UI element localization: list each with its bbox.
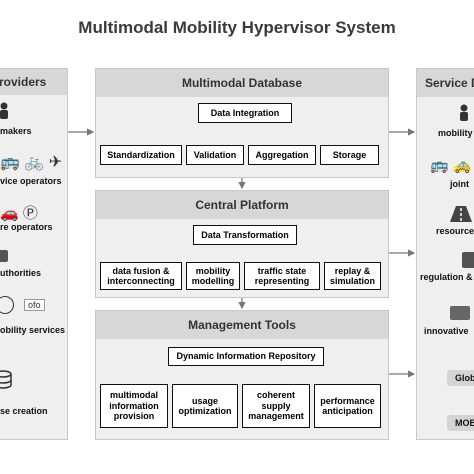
road-icon bbox=[450, 206, 472, 227]
mob-pill: MOB bbox=[447, 415, 474, 431]
innovation-icon bbox=[450, 306, 470, 320]
platform-heading: Central Platform bbox=[96, 191, 388, 219]
standardization-box: Standardization bbox=[100, 145, 182, 165]
providers-heading: roviders bbox=[0, 69, 67, 95]
data-fusion-box: data fusion & interconnecting bbox=[100, 262, 182, 290]
services-heading: Service D bbox=[417, 69, 474, 97]
regulation-icon bbox=[462, 252, 474, 268]
aggregation-box: Aggregation bbox=[248, 145, 316, 165]
transport-icons: 🚌 🚲 ✈ bbox=[0, 154, 63, 171]
provider-label: uthorities bbox=[0, 268, 42, 278]
coherent-supply-box: coherent supply management bbox=[242, 384, 310, 428]
replay-simulation-box: replay & simulation bbox=[324, 262, 381, 290]
provider-label: re operators bbox=[0, 222, 53, 232]
storage-box: Storage bbox=[320, 145, 379, 165]
transport-icons: 🚌 🚕 bbox=[430, 157, 472, 174]
database-heading: Multimodal Database bbox=[96, 69, 388, 97]
person-icon bbox=[458, 104, 470, 127]
mobility-modelling-box: mobility modelling bbox=[186, 262, 240, 290]
global-pill: Glob bbox=[447, 370, 474, 386]
tools-heading: Management Tools bbox=[96, 311, 388, 339]
usage-optimization-box: usage optimization bbox=[172, 384, 238, 428]
page-title: Multimodal Mobility Hypervisor System bbox=[78, 18, 396, 37]
service-label: mobility bbox=[438, 128, 473, 138]
data-integration-box: Data Integration bbox=[198, 103, 292, 123]
data-transformation-box: Data Transformation bbox=[193, 225, 297, 245]
database-icon bbox=[0, 370, 12, 395]
dynamic-repository-box: Dynamic Information Repository bbox=[168, 347, 324, 366]
person-icon bbox=[0, 102, 10, 120]
ofo-badge: ofo bbox=[24, 299, 45, 311]
service-label: resource bbox=[436, 226, 474, 236]
provider-label: vice operators bbox=[0, 176, 62, 186]
provider-label: obility services bbox=[0, 325, 66, 335]
multimodal-provision-box: multimodal information provision bbox=[100, 384, 168, 428]
validation-box: Validation bbox=[186, 145, 244, 165]
parking-icons: 🚗 Ⓟ bbox=[0, 205, 38, 222]
service-label: joint bbox=[450, 179, 469, 189]
service-label: regulation & bbox=[420, 272, 473, 282]
provider-label: se creation bbox=[0, 406, 48, 416]
mobility-service-icons bbox=[0, 296, 14, 314]
provider-label: makers bbox=[0, 126, 32, 136]
authority-icon bbox=[0, 250, 8, 262]
service-label: innovative bbox=[424, 326, 469, 336]
performance-anticipation-box: performance anticipation bbox=[314, 384, 381, 428]
traffic-state-box: traffic state representing bbox=[244, 262, 320, 290]
